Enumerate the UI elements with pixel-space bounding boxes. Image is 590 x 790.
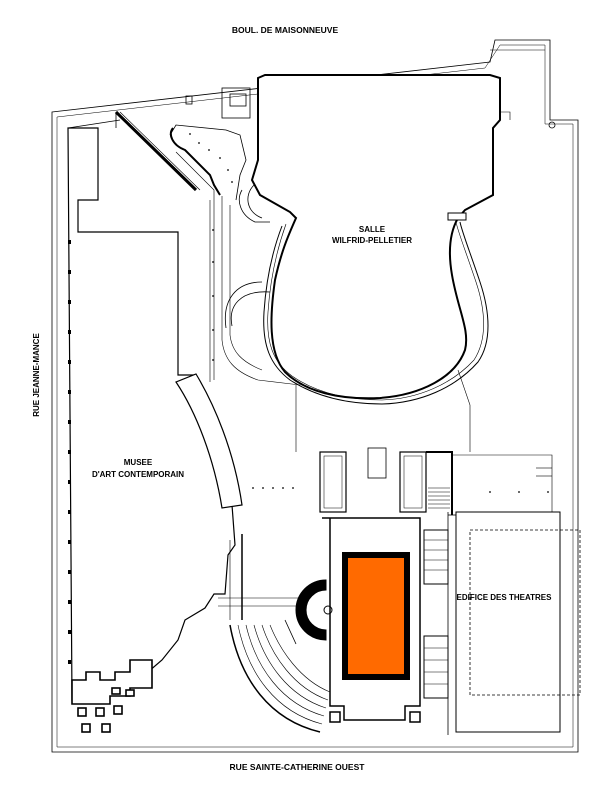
street-label-south: RUE SAINTE-CATHERINE OUEST — [230, 762, 366, 772]
semicircle-structure — [295, 579, 333, 641]
central-corridor — [295, 369, 553, 515]
salle-label-line2: WILFRID-PELLETIER — [332, 236, 412, 245]
stairs-central — [428, 487, 450, 509]
salle-label-line1: SALLE — [359, 225, 386, 234]
theatres-label: EDIFICE DES THEATRES — [457, 593, 553, 602]
salle-annex-structures — [185, 87, 556, 329]
salle-wilfrid-pelletier: SALLE WILFRID-PELLETIER — [250, 74, 501, 405]
southwest-blocks — [71, 659, 153, 733]
amphitheatre — [218, 597, 331, 733]
musee-label-line2: D'ART CONTEMPORAIN — [92, 470, 184, 479]
east-edge-marks — [500, 111, 552, 477]
stair-steps — [424, 539, 448, 685]
street-label-north: BOUL. DE MAISONNEUVE — [232, 25, 339, 35]
south-bollards — [329, 711, 421, 723]
musee-label-line1: MUSEE — [124, 458, 153, 467]
plaza-walls — [114, 110, 301, 386]
site-dots — [189, 133, 549, 493]
edifice-des-theatres: EDIFICE DES THEATRES — [447, 511, 581, 735]
plaza-slab — [322, 517, 421, 721]
street-label-west: RUE JEANNE-MANCE — [32, 333, 41, 417]
site-boundary — [51, 39, 579, 753]
stairs-east — [423, 529, 449, 699]
musee-art-contemporain: MUSEE D'ART CONTEMPORAIN — [67, 112, 243, 701]
musee-facade-marks — [68, 240, 71, 664]
